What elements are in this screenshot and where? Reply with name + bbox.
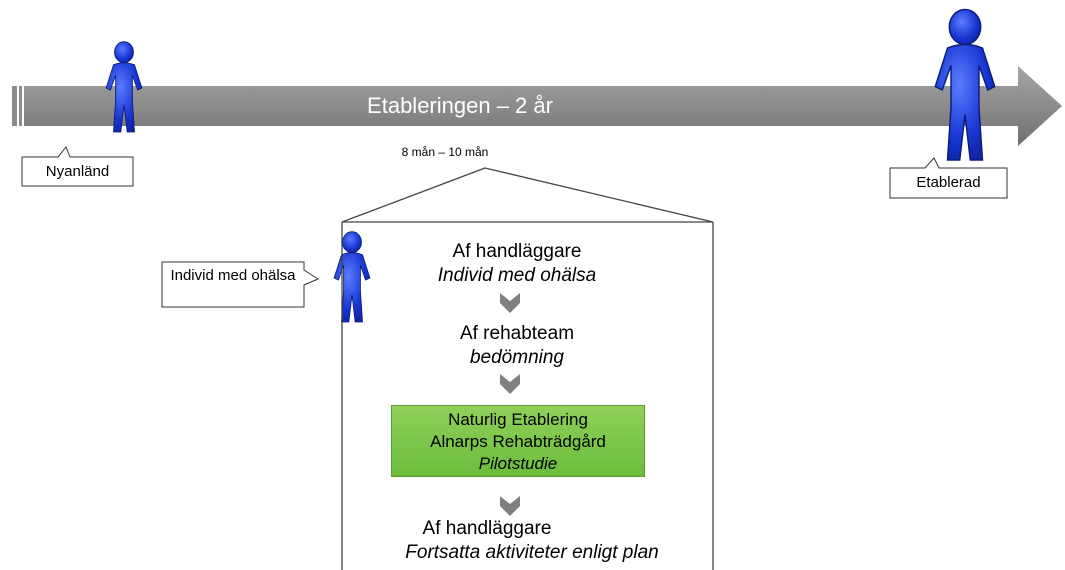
callout-newcomer-shape	[21, 146, 134, 187]
step-1: Af handläggare Individ med ohälsa	[392, 240, 642, 288]
ill-health-figure-icon	[333, 231, 371, 323]
step-2: Af rehabteam bedömning	[392, 322, 642, 370]
step-2-subtitle: bedömning	[469, 347, 565, 368]
step-1-subtitle: Individ med ohälsa	[437, 265, 597, 286]
pilot-study-title-2: Alnarps Rehabträdgård	[430, 432, 606, 451]
down-arrow-icon	[500, 374, 520, 394]
callout-newcomer: Nyanländ	[45, 163, 110, 180]
down-arrow-icon	[500, 496, 520, 516]
step-2-title: Af rehabteam	[459, 323, 575, 344]
down-arrow-icon	[500, 293, 520, 313]
step-4-subtitle: Fortsatta aktiviteter enligt plan	[405, 542, 659, 563]
established-figure-icon	[934, 8, 996, 161]
pilot-study-title: Naturlig Etablering	[448, 410, 588, 429]
pilot-study-box: Naturlig Etablering Alnarps Rehabträdgår…	[391, 405, 645, 477]
callout-individual-shape	[161, 261, 320, 308]
step-4-title: Af handläggare	[422, 518, 552, 539]
process-frame	[341, 167, 714, 570]
timeline-arrow	[12, 66, 1062, 146]
duration-label: 8 mån – 10 mån	[401, 145, 489, 159]
timeline-title: Etableringen – 2 år	[367, 93, 553, 118]
step-4: Af handläggare Fortsatta aktiviteter enl…	[362, 517, 702, 565]
callout-established-shape	[889, 157, 1008, 199]
callout-established: Etablerad	[916, 174, 981, 191]
callout-individual: Individ med ohälsa	[170, 267, 296, 284]
pilot-study-subtitle: Pilotstudie	[478, 454, 558, 473]
step-1-title: Af handläggare	[452, 241, 582, 262]
